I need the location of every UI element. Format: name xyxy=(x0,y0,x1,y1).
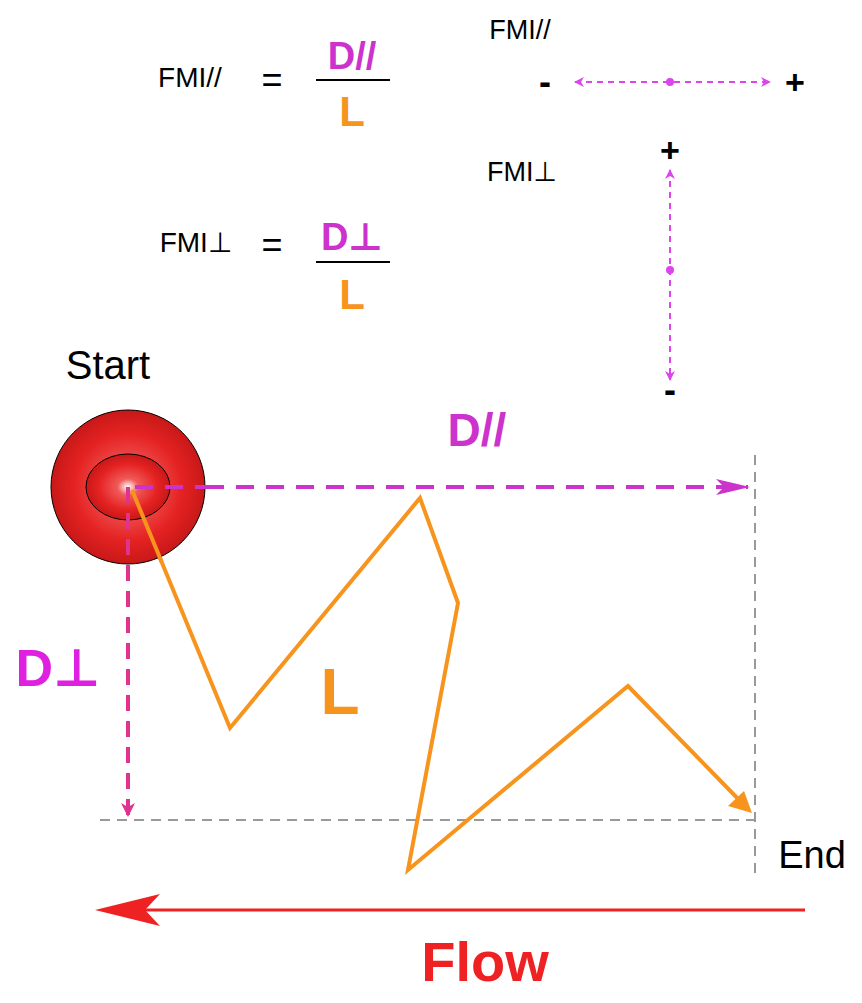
path-length-label: L xyxy=(320,660,359,724)
flow-label: Flow xyxy=(421,934,549,990)
migration-track xyxy=(132,490,745,870)
numerator: D⊥ xyxy=(321,218,383,256)
denominator: L xyxy=(339,274,365,316)
formula-name: FMI⊥ xyxy=(160,229,233,257)
numerator: D// xyxy=(328,37,377,75)
axis-title: FMI// xyxy=(489,17,551,44)
equals-sign: = xyxy=(261,62,282,98)
axis-title: FMI⊥ xyxy=(487,159,557,186)
parallel-displacement xyxy=(206,485,748,489)
fraction-bar xyxy=(316,261,390,263)
track-arrowhead xyxy=(728,791,752,813)
end-label: End xyxy=(778,836,846,874)
flow-arrowhead xyxy=(95,894,160,926)
displacement-label: D// xyxy=(448,407,507,453)
axis-arrow xyxy=(669,170,671,380)
equals-sign: = xyxy=(261,227,282,263)
fraction-bar xyxy=(316,79,390,81)
sign-symbol: - xyxy=(664,372,676,408)
sign-symbol: - xyxy=(539,64,551,100)
axis-dot xyxy=(666,266,674,274)
displacement-label: D⊥ xyxy=(15,642,100,694)
start-cell: Start xyxy=(50,409,206,565)
axis-dot xyxy=(666,78,674,86)
denominator: L xyxy=(339,91,365,133)
cell-shape xyxy=(50,409,206,565)
perpendicular-displacement xyxy=(126,565,130,815)
sign-symbol: + xyxy=(785,65,805,99)
guide-line xyxy=(100,819,755,821)
formula-name: FMI// xyxy=(158,64,222,92)
flow-arrow xyxy=(125,909,805,912)
sign-symbol: + xyxy=(660,133,680,167)
start-label: Start xyxy=(66,345,150,385)
guide-line xyxy=(754,455,756,880)
